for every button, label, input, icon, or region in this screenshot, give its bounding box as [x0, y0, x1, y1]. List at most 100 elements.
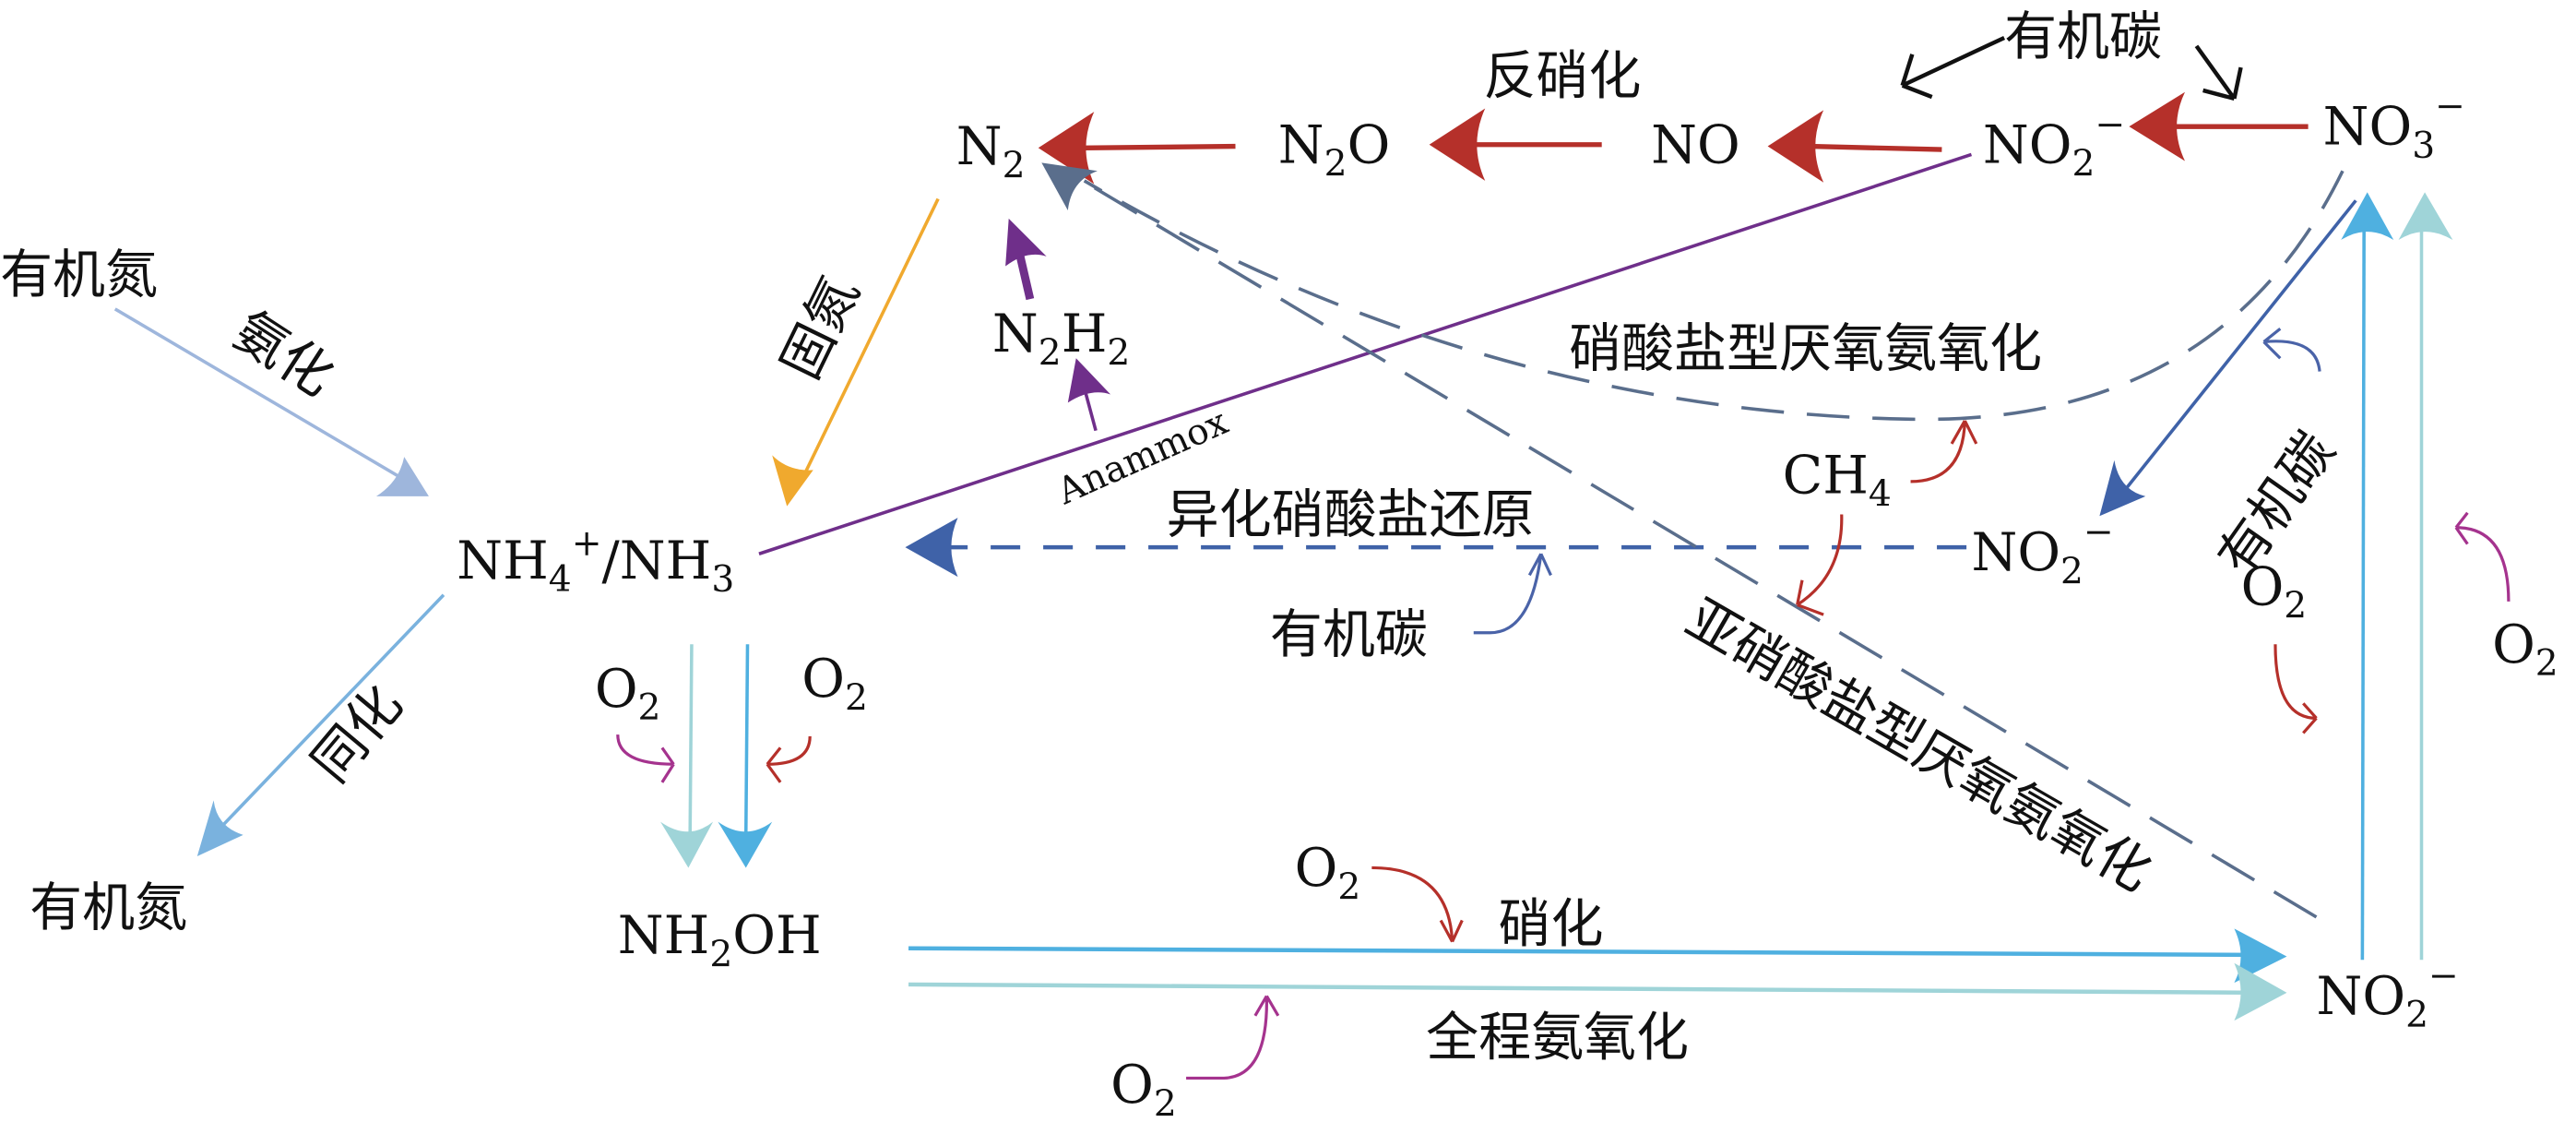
dnra-label: 异化硝酸盐还原 [1167, 484, 1535, 545]
o2-sub: 2 [845, 677, 868, 719]
nitrification-line [908, 946, 2251, 958]
methane-arrows [1796, 420, 1978, 616]
n2h2-n: N [992, 304, 1039, 364]
n2h2-sub1: 2 [1039, 332, 1062, 374]
organic-carbon-blue-arrows [1473, 327, 2321, 635]
anammox-line [758, 152, 1973, 555]
o2-main: O [1295, 838, 1338, 899]
assimilation-arrowhead [196, 800, 243, 856]
o2-label-right-red: O2 [2241, 556, 2308, 627]
arrow-carbon-to-no2-denit [1900, 35, 2006, 100]
comammox-down-arrowhead [660, 821, 714, 868]
n2-main: N [956, 116, 1003, 177]
no2-top-sup: − [2095, 104, 2125, 146]
no3-main: NO [2323, 97, 2413, 158]
nh2oh-main: NH [618, 905, 710, 966]
nh2oh-sub: 2 [709, 934, 732, 975]
no3-label: NO3− [2323, 86, 2465, 167]
arrowhead-to-n2h2 [1067, 358, 1111, 403]
arrow-n2h2-to-n2 [1015, 255, 1035, 301]
o2-arrow-left-nh4 [616, 734, 675, 783]
comammox-label: 全程氨氧化 [1426, 1008, 1689, 1068]
n2o-sub: 2 [1324, 144, 1347, 185]
nh3-main: /NH [602, 531, 712, 591]
no2-mid-sup: − [2083, 512, 2114, 554]
no2-top-main: NO [1983, 114, 2072, 175]
o2-label-nh4-left: O2 [595, 659, 661, 729]
o2-main: O [801, 649, 845, 710]
o2-arrow-right-magenta [2454, 511, 2511, 602]
nitrite-oxidation-arrows [2341, 192, 2453, 961]
o2-sub: 2 [2535, 643, 2558, 685]
dnra-arrowhead [905, 518, 958, 578]
ammonification-line [113, 307, 409, 483]
assimilation-label: 同化 [300, 674, 414, 794]
nh2oh-label: NH2OH [618, 905, 822, 975]
nh4-nh3-label: NH4+/NH3 [457, 523, 734, 601]
oxygen-labels: O2 O2 O2 O2 O2 O2 [595, 556, 2558, 1125]
nh2oh-rest: OH [732, 905, 821, 966]
n2h2-label: N2H2 [992, 304, 1130, 374]
arrowhead-n2h2-to-n2 [1005, 218, 1047, 267]
o2-main: O [2492, 615, 2535, 675]
organic-carbon-top-label: 有机碳 [2004, 6, 2162, 67]
organic-nitrogen-bottom-label: 有机氮 [30, 877, 187, 938]
arrowhead-no3-to-no2 [2129, 91, 2186, 161]
no3-sub: 3 [2412, 125, 2435, 167]
no2-mid-main: NO [1971, 522, 2060, 583]
ammonification-label: 氨化 [223, 300, 345, 408]
o2-arrow-right-nh4 [766, 735, 812, 783]
no3-to-no2-line [2120, 199, 2357, 495]
organic-carbon-top-arrows [1900, 35, 2243, 101]
carbon-to-no3-reduction-arrow [2262, 327, 2321, 372]
carbon-to-dnra-arrow [1473, 553, 1552, 635]
comammox-arrowhead [2234, 962, 2287, 1021]
no2-top-sub: 2 [2072, 144, 2095, 185]
n2h2-sub2: 2 [1107, 332, 1130, 374]
o2-sub: 2 [1154, 1083, 1177, 1125]
nitrification-up-arrowhead [2341, 192, 2394, 241]
arrowhead-no-to-n2o [1429, 108, 1486, 181]
fixation-line [800, 197, 940, 481]
arrow-no2-to-no [1810, 143, 1942, 152]
o2-label-nitrification: O2 [1295, 838, 1361, 908]
nitrification-arrowhead [2234, 928, 2287, 984]
ammonification-arrowhead [375, 457, 429, 496]
o2-arrow-nitrification [1371, 865, 1464, 943]
ch4-to-n-damo-arrow [1910, 420, 1978, 483]
no3-sup: − [2435, 86, 2465, 127]
organic-carbon-mid-label: 有机碳 [1270, 604, 1428, 665]
assimilation-line [212, 593, 445, 837]
ch4-to-nitrite-damo-arrow [1796, 514, 1844, 616]
nitrite-damo-label: 亚硝酸盐型厌氧氨氧化 [1676, 588, 2162, 903]
o2-main: O [2241, 556, 2285, 617]
no2-mid-sub: 2 [2060, 551, 2083, 592]
nitrate-damo-dashed-curve [1083, 170, 2345, 422]
o2-sub: 2 [638, 687, 661, 729]
damo-to-n2-arrowhead [1041, 162, 1098, 210]
comammox-up-arrowhead [2398, 192, 2453, 241]
denitrification-arrows [1038, 91, 2309, 185]
organic-nitrogen-top-label: 有机氮 [0, 245, 158, 305]
nitrification-label: 硝化 [1498, 894, 1603, 955]
o2-label-right-magenta: O2 [2492, 615, 2558, 685]
nh3-sub: 3 [711, 559, 734, 601]
o2-label-nh4-right: O2 [801, 649, 868, 719]
o2-sub: 2 [1337, 866, 1360, 908]
nh4-sub: 4 [549, 559, 572, 601]
n2o-o: O [1347, 114, 1391, 175]
o2-main: O [1110, 1055, 1154, 1116]
ch4-sub: 4 [1869, 474, 1892, 516]
no2-bottom-sub: 2 [2405, 995, 2428, 1036]
comammox-line [908, 982, 2251, 996]
n2o-n: N [1278, 114, 1324, 175]
nitrification-down-arrowhead [718, 821, 773, 868]
nitrification-up-line [2360, 230, 2366, 961]
comammox-down-line [688, 644, 694, 839]
n2-sub: 2 [1003, 145, 1026, 186]
o2-label-comammox: O2 [1110, 1055, 1177, 1125]
nh2oh-to-no2-arrows [908, 928, 2287, 1021]
o2-main: O [595, 659, 638, 720]
arrowhead-n2o-to-n2 [1038, 112, 1095, 185]
